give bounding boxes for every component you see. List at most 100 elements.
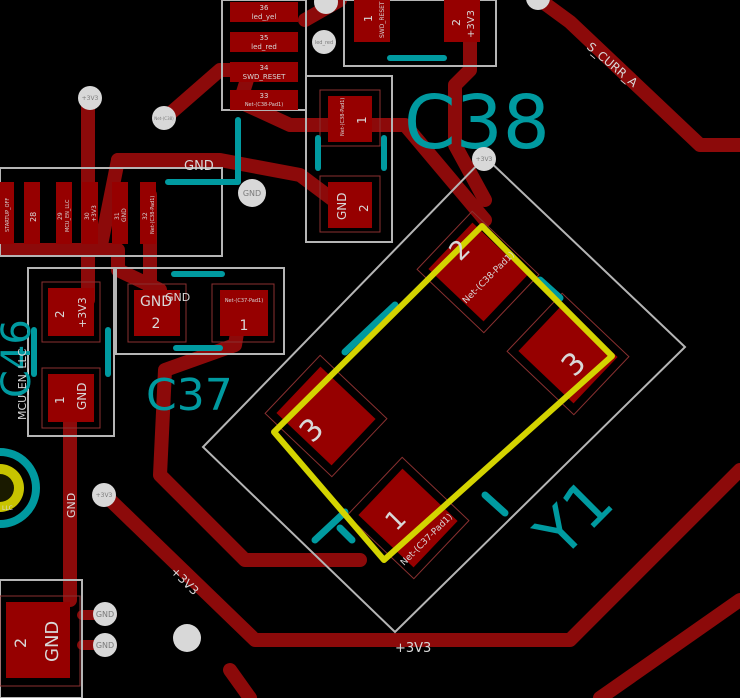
y1-pad-1-outline (346, 456, 470, 580)
capacitor-c37: GND 2 Net-(C37-Pad1) 1 C37 (127, 271, 275, 421)
track-net-c37 (153, 308, 367, 567)
bottom-left-component: 2 GND (0, 595, 81, 687)
header-pin-30-num: 30 (84, 212, 91, 220)
header-pad-32[interactable] (140, 182, 156, 244)
c46-pad-2-net: +3V3 (76, 297, 89, 328)
header-pin-34-net: SWD_RESET (243, 73, 286, 81)
via-net-c38[interactable] (152, 106, 176, 130)
y1-silk-lower-right (481, 491, 509, 517)
courtyard-c37 (115, 267, 285, 355)
c38-pad-1[interactable] (328, 96, 372, 142)
c46-pad-1[interactable] (48, 374, 94, 422)
top-cap-pad-1[interactable] (354, 0, 390, 42)
y1-silk-lower-left (311, 508, 349, 544)
c37-pad-2-net: GND (140, 294, 172, 310)
header-pin-29-num: 29 (57, 212, 64, 220)
track-gnd-link (93, 153, 125, 257)
track-3v3-top (448, 0, 492, 207)
header-pad-35[interactable] (230, 32, 298, 52)
via-gnd-bottom-2[interactable] (93, 633, 117, 657)
c38-pad-1-outline (319, 89, 381, 147)
vias: +3V3 Net-(C38) GND +3V3 +3V3 led_red GND… (78, 0, 550, 657)
mounting-hole-ring (0, 448, 40, 528)
y1-pad-3-right[interactable] (518, 304, 618, 404)
via-bottom-center[interactable] (173, 624, 201, 652)
c46-pad-1-num: 1 (53, 396, 67, 404)
header-pin-30-net: +3V3 (91, 205, 98, 222)
track-label-gnd-c37: GND (165, 291, 190, 304)
courtyard-y1 (201, 155, 687, 634)
mcu-en-label: MCU_EN_LLC (16, 348, 29, 420)
y1-pad-2-outline (416, 210, 540, 334)
header-pin-32-net: Net-(C38-Pad1) (150, 196, 156, 234)
courtyard-c38 (305, 75, 393, 243)
via-gnd-bottom-1[interactable] (93, 602, 117, 626)
c46-pad-2-outline (41, 281, 101, 343)
c46-pad-2[interactable] (48, 288, 94, 336)
header-pad-33[interactable] (230, 90, 298, 110)
via-gnd-upper[interactable] (238, 179, 266, 207)
header-top: 36 led_yel 35 led_red 34 SWD_RESET 33 Ne… (230, 2, 298, 110)
via-3v3-left[interactable] (78, 86, 102, 110)
c37-pad-2-num: 2 (152, 316, 161, 332)
bottom-pad-2[interactable] (6, 602, 70, 678)
header-pin-36-num: 36 (260, 4, 269, 12)
mounting-hole-drill (0, 474, 14, 502)
header-pin-28-num: 28 (29, 212, 38, 222)
courtyard-header-bottom (0, 167, 223, 257)
track-label-s-curr: S_CURR_A (584, 40, 641, 91)
header-bottom-row: STARTUP_OFF 28 29 MCU_EN_LLC 30 +3V3 31 … (0, 182, 156, 244)
track-label-3v3-bottom: +3V3 (395, 641, 431, 656)
via-3v3-left-label: +3V3 (82, 95, 99, 102)
header-pad-28-left[interactable] (0, 182, 14, 244)
header-pad-31[interactable] (112, 182, 128, 244)
header-pad-29[interactable] (56, 182, 72, 244)
top-cap-pad-2-net: +3V3 (466, 10, 477, 38)
via-led-yel[interactable] (314, 0, 338, 14)
c38-pad-2[interactable] (328, 182, 372, 228)
y1-silk-upper-right (536, 276, 564, 302)
header-pin-28-net: STARTUP_OFF (5, 198, 11, 232)
y1-pad-3-left-outline (264, 354, 388, 478)
via-3v3-mid-label: +3V3 (96, 492, 113, 499)
track-label-gnd-left: GND (65, 493, 78, 518)
via-gnd-bottom-1-label: GND (96, 610, 114, 619)
y1-pad-2[interactable] (428, 222, 528, 322)
top-cap-pad-2[interactable] (444, 0, 480, 42)
via-3v3-mid[interactable] (92, 483, 116, 507)
top-cap-pad-1-num: 1 (362, 15, 375, 22)
gnd-silk-lines (165, 117, 241, 185)
y1-silk-pin1-mark (336, 524, 356, 544)
mounting-hole-label: LLC (2, 505, 13, 512)
header-pad-36[interactable] (230, 2, 298, 22)
c37-pad-1[interactable] (220, 290, 268, 336)
top-cap: 1 SWD_RESET 2 +3V3 (354, 0, 480, 61)
via-led-red[interactable] (312, 30, 336, 54)
bottom-pad-outline (0, 595, 81, 687)
y1-fab-outline (271, 223, 615, 563)
header-pad-34[interactable] (230, 62, 298, 82)
y1-pad-1[interactable] (358, 468, 458, 568)
c38-pad-1-num: 1 (355, 116, 369, 124)
gnd-silk-corner (165, 117, 241, 185)
c38-pad-2-outline (319, 175, 381, 233)
via-3v3-c38[interactable] (472, 147, 496, 171)
c37-pad-2[interactable] (134, 290, 180, 336)
header-pad-28[interactable] (24, 182, 40, 244)
header-pin-36-net: led_yel (252, 13, 277, 21)
c46-pad-1-net: GND (75, 382, 89, 410)
header-pin-32-num: 32 (142, 212, 149, 220)
via-top-right[interactable] (526, 0, 550, 10)
header-pin-33-net: Net-(C38-Pad1) (245, 102, 283, 108)
y1-pad-3-left[interactable] (276, 366, 376, 466)
y1-reference: Y1 (520, 464, 627, 571)
c37-pad-1-num: 1 (240, 318, 249, 334)
c46-pad-2-num: 2 (53, 310, 67, 318)
track-gnd-header (0, 243, 167, 297)
c46-pad-1-outline (41, 367, 101, 429)
header-pin-35-num: 35 (260, 34, 269, 42)
header-pad-30[interactable] (82, 182, 98, 244)
c37-pad-1-net: Net-(C37-Pad1) (225, 298, 263, 304)
c37-pad-1-outline (211, 283, 275, 343)
c38-pad-2-num: 2 (357, 204, 371, 212)
